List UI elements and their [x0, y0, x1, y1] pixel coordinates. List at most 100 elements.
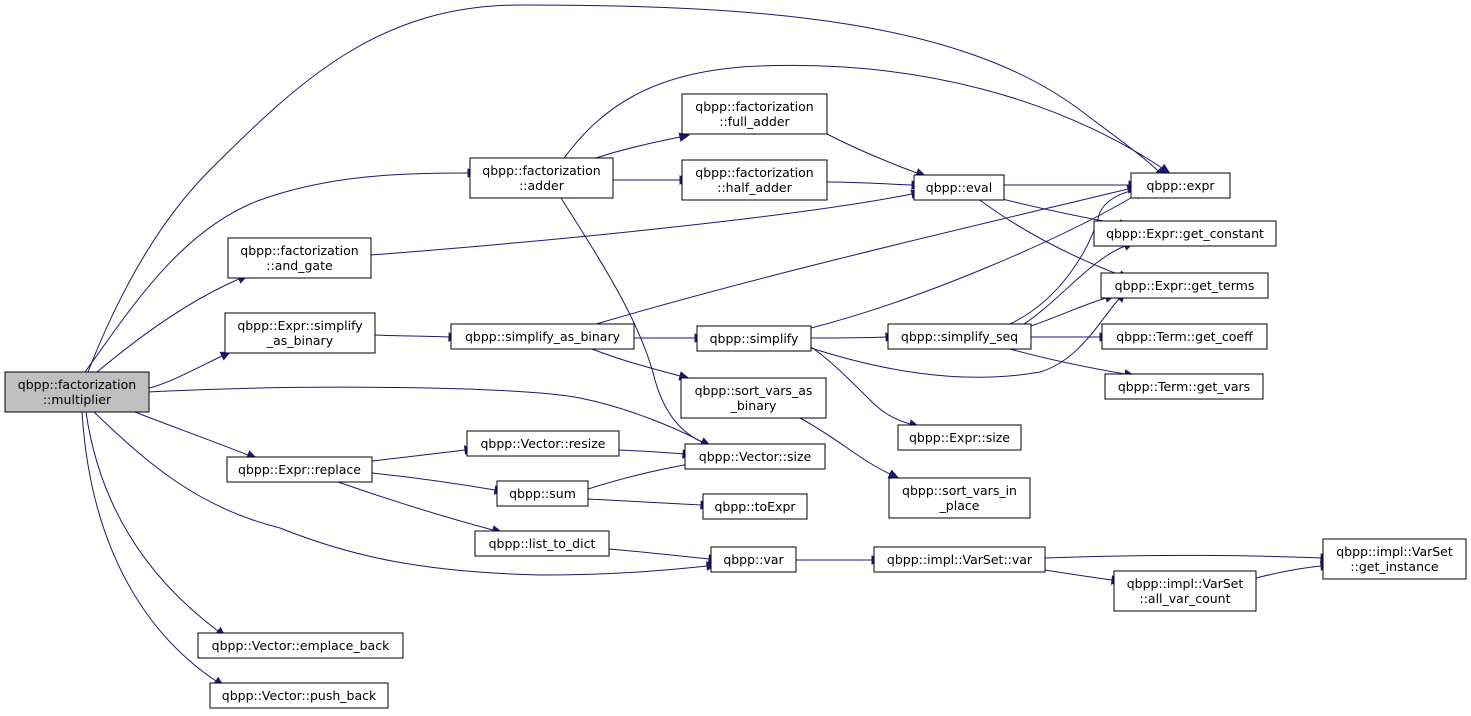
- node-label: qbpp::list_to_dict: [489, 536, 596, 551]
- edge-line: [595, 136, 681, 159]
- edge-multiplier-to-emplace_back: [85, 411, 227, 638]
- node-push-back[interactable]: qbpp::Vector::push_back: [209, 682, 389, 709]
- node-adder[interactable]: qbpp::factorization::adder: [469, 157, 614, 199]
- edge-line: [826, 133, 918, 174]
- edge-line: [810, 298, 1120, 378]
- node-and-gate[interactable]: qbpp::factorization::and_gate: [227, 237, 372, 279]
- edge-adder-to-full_adder: [595, 132, 691, 159]
- node-label: qbpp::toExpr: [714, 499, 796, 514]
- node-sort-vars-in-place[interactable]: qbpp::sort_vars_in_place: [888, 477, 1031, 519]
- node-label: qbpp::simplify_seq: [901, 329, 1018, 344]
- node-vector-resize[interactable]: qbpp::Vector::resize: [466, 430, 620, 457]
- node-box: [888, 477, 1031, 519]
- edge-simplify_as_binary-to-expr: [595, 184, 1138, 325]
- edge-varset_var-to-get_instance: [1044, 553, 1332, 563]
- node-get-coeff[interactable]: qbpp::Term::get_coeff: [1101, 323, 1268, 350]
- node-box: [1100, 272, 1269, 299]
- nodes-layer: qbpp::factorization::multiplierqbpp::fac…: [4, 93, 1467, 709]
- edge-simplify-to-simplify_seq: [810, 332, 897, 342]
- node-label: ::and_gate: [266, 258, 333, 273]
- node-label: qbpp::Expr::get_constant: [1106, 226, 1264, 241]
- edge-line: [826, 181, 913, 186]
- node-box: [897, 424, 1022, 451]
- edge-line: [371, 449, 466, 462]
- node-label: qbpp::var: [723, 552, 784, 567]
- node-label: _binary: [730, 398, 777, 413]
- edge-adder-to-expr: [563, 64, 1171, 174]
- edge-and_gate-to-eval: [370, 189, 923, 256]
- edge-var-to-varset_var: [796, 555, 883, 565]
- node-label: ::adder: [519, 178, 565, 193]
- node-label: qbpp::impl::VarSet::var: [887, 552, 1033, 567]
- node-box: [496, 480, 589, 507]
- edge-multiplier-to-vector_size: [147, 386, 711, 447]
- edge-simplify-to-expr: [810, 189, 1145, 329]
- node-box: [1093, 220, 1277, 247]
- node-box: [913, 174, 1005, 201]
- edge-simplify_seq-to-get_coeff: [1030, 332, 1111, 342]
- node-get-constant[interactable]: qbpp::Expr::get_constant: [1093, 220, 1277, 247]
- node-label: ::get_instance: [1350, 559, 1438, 574]
- node-label: ::all_var_count: [1140, 591, 1231, 606]
- node-simplify-as-binary[interactable]: qbpp::simplify_as_binary: [450, 323, 635, 350]
- node-get-terms[interactable]: qbpp::Expr::get_terms: [1100, 272, 1269, 299]
- edge-line: [810, 336, 887, 339]
- node-get-vars[interactable]: qbpp::Term::get_vars: [1104, 373, 1264, 400]
- node-label: qbpp::sort_vars_as: [695, 383, 813, 398]
- arrowhead-icon: [1158, 163, 1171, 174]
- edge-list_to_dict-to-var: [608, 548, 720, 564]
- edge-line: [371, 472, 496, 491]
- node-expr-replace[interactable]: qbpp::Expr::replace: [226, 456, 373, 483]
- edge-simplify_as_binary_expr-to-simplify_as_binary: [374, 332, 460, 342]
- node-label: qbpp::sum: [509, 486, 576, 501]
- node-label: qbpp::Term::get_coeff: [1116, 329, 1253, 344]
- node-expr-size[interactable]: qbpp::Expr::size: [897, 424, 1022, 451]
- node-expr[interactable]: qbpp::expr: [1130, 172, 1231, 199]
- node-box: [702, 493, 808, 520]
- node-box: [469, 157, 614, 199]
- node-label: qbpp::factorization: [18, 377, 136, 392]
- edge-half_adder-to-eval: [826, 180, 923, 190]
- node-var[interactable]: qbpp::var: [710, 546, 797, 573]
- node-label: qbpp::Expr::replace: [238, 462, 361, 477]
- edge-line: [147, 386, 703, 443]
- edge-simplify-to-expr_size: [810, 346, 920, 429]
- node-label: qbpp::Expr::get_terms: [1115, 278, 1255, 293]
- node-box: [466, 430, 620, 457]
- node-box: [1101, 323, 1268, 350]
- node-label: qbpp::factorization: [482, 163, 600, 178]
- edge-line: [587, 498, 702, 506]
- edge-line: [976, 197, 1121, 276]
- node-half-adder[interactable]: qbpp::factorization::half_adder: [681, 159, 828, 201]
- node-sum[interactable]: qbpp::sum: [496, 480, 589, 507]
- node-label: qbpp::expr: [1146, 178, 1215, 193]
- node-multiplier[interactable]: qbpp::factorization::multiplier: [4, 371, 150, 413]
- node-label: ::full_adder: [719, 114, 790, 129]
- edge-line: [618, 449, 684, 455]
- edge-line: [1044, 569, 1113, 581]
- node-box: [680, 377, 827, 419]
- node-varset-var[interactable]: qbpp::impl::VarSet::var: [873, 546, 1046, 573]
- node-simplify-seq[interactable]: qbpp::simplify_seq: [887, 323, 1032, 350]
- node-full-adder[interactable]: qbpp::factorization::full_adder: [681, 93, 828, 135]
- node-sort-vars-as-binary[interactable]: qbpp::sort_vars_as_binary: [680, 377, 827, 419]
- node-box: [887, 323, 1032, 350]
- edge-full_adder-to-eval: [826, 133, 927, 178]
- node-box: [1113, 570, 1257, 612]
- edge-line: [145, 355, 223, 390]
- node-list-to-dict[interactable]: qbpp::list_to_dict: [474, 530, 610, 557]
- node-simplify-as-binary-expr[interactable]: qbpp::Expr::simplify_as_binary: [224, 312, 376, 354]
- edge-all_var_count-to-get_instance: [1255, 561, 1332, 579]
- edge-line: [1044, 554, 1322, 559]
- node-eval[interactable]: qbpp::eval: [913, 174, 1005, 201]
- node-toExpr[interactable]: qbpp::toExpr: [702, 493, 808, 520]
- edge-line: [591, 348, 681, 377]
- node-all-var-count[interactable]: qbpp::impl::VarSet::all_var_count: [1113, 570, 1257, 612]
- node-get-instance[interactable]: qbpp::impl::VarSet::get_instance: [1322, 538, 1467, 580]
- node-simplify[interactable]: qbpp::simplify: [696, 325, 812, 352]
- node-vector-size[interactable]: qbpp::Vector::size: [684, 443, 826, 470]
- node-box: [4, 371, 150, 413]
- node-emplace-back[interactable]: qbpp::Vector::emplace_back: [197, 632, 404, 659]
- edge-line: [96, 278, 240, 373]
